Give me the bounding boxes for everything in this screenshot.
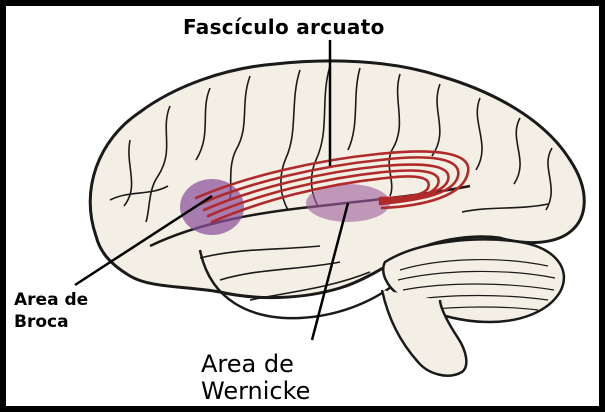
wernicke-label: Area de Wernicke [201, 351, 310, 405]
wernicke-label-line2: Wernicke [201, 378, 310, 405]
fasciculo-arcuato-label: Fascículo arcuato [183, 17, 385, 37]
broca-label-line2: Broca [14, 311, 88, 333]
broca-label-line1: Area de [14, 289, 88, 311]
broca-label: Area de Broca [14, 289, 88, 333]
wernicke-label-line1: Area de [201, 351, 310, 378]
